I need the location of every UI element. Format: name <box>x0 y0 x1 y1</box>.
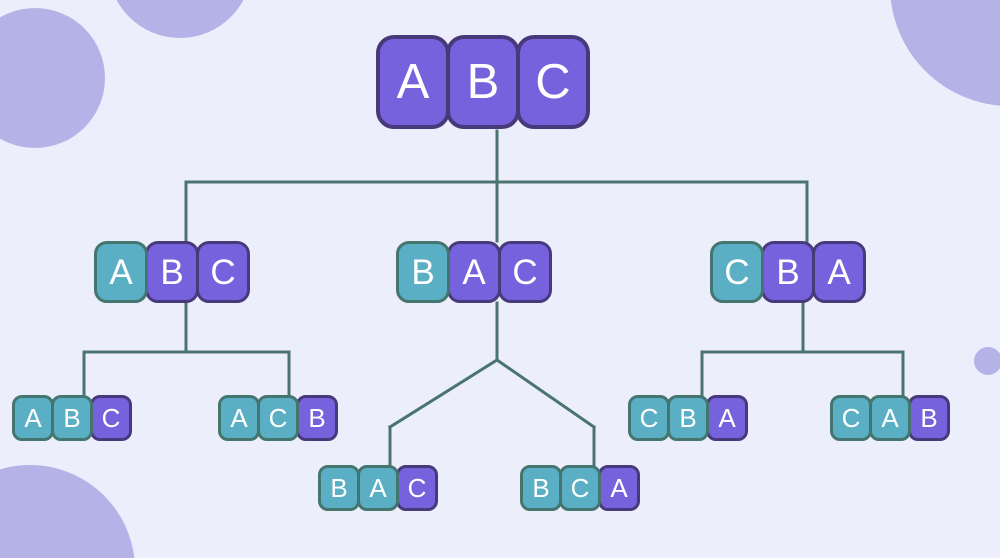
tile-c-fixed[interactable]: C <box>257 395 299 441</box>
tile-b-fixed[interactable]: B <box>520 465 562 511</box>
tile-a-fixed[interactable]: A <box>12 395 54 441</box>
tile-c-fixed[interactable]: C <box>628 395 670 441</box>
tile-c-free[interactable]: C <box>90 395 132 441</box>
tile-b-fixed[interactable]: B <box>318 465 360 511</box>
tile-a-free[interactable]: A <box>812 241 866 303</box>
circle-right-small <box>974 347 1000 375</box>
tile-b-fixed[interactable]: B <box>396 241 450 303</box>
tile-b-fixed[interactable]: B <box>51 395 93 441</box>
edge-mid-center-diag-right <box>494 357 597 430</box>
tile-b-free[interactable]: B <box>446 35 520 129</box>
edge-mid-center-diag-left <box>387 357 500 430</box>
tile-c-free[interactable]: C <box>498 241 552 303</box>
tile-b-free[interactable]: B <box>908 395 950 441</box>
tile-c-free[interactable]: C <box>516 35 590 129</box>
tile-a-fixed[interactable]: A <box>94 241 148 303</box>
tile-c-fixed[interactable]: C <box>830 395 872 441</box>
tile-b-free[interactable]: B <box>145 241 199 303</box>
tile-a-free[interactable]: A <box>598 465 640 511</box>
tile-c-free[interactable]: C <box>196 241 250 303</box>
tile-b-free[interactable]: B <box>761 241 815 303</box>
tile-c-fixed[interactable]: C <box>559 465 601 511</box>
tile-a-free[interactable]: A <box>706 395 748 441</box>
tile-b-free[interactable]: B <box>296 395 338 441</box>
tile-c-free[interactable]: C <box>396 465 438 511</box>
tile-a-fixed[interactable]: A <box>218 395 260 441</box>
tile-b-fixed[interactable]: B <box>667 395 709 441</box>
tile-a-free[interactable]: A <box>447 241 501 303</box>
tile-c-fixed[interactable]: C <box>710 241 764 303</box>
tile-a-fixed[interactable]: A <box>869 395 911 441</box>
tile-a-fixed[interactable]: A <box>357 465 399 511</box>
tile-a-free[interactable]: A <box>376 35 450 129</box>
